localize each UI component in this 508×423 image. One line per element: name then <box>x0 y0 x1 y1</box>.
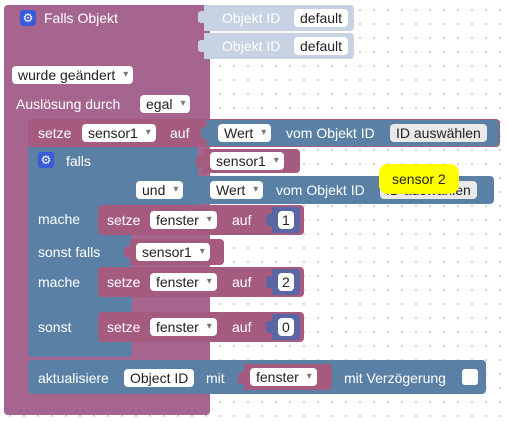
trigger-label: Auslösung durch <box>16 96 121 112</box>
input-connector <box>124 246 130 258</box>
else-label: sonst <box>38 319 72 335</box>
trigger-block-footer <box>4 395 210 415</box>
input-connector <box>238 372 244 384</box>
else-if-variable-dropdown[interactable]: sensor1 <box>136 243 210 261</box>
input-connector <box>266 214 272 226</box>
input-connector <box>196 155 202 167</box>
input-connector <box>198 40 204 52</box>
set-auf-label: auf <box>232 319 252 335</box>
update-variable-dropdown[interactable]: fenster <box>250 368 317 386</box>
set-auf-label: auf <box>232 212 252 228</box>
set-auf-label: auf <box>232 274 252 290</box>
input-connector <box>201 127 207 139</box>
trigger-title: Falls Objekt <box>44 10 118 26</box>
number-value-3[interactable]: 0 <box>278 318 294 336</box>
input-connector <box>266 276 272 288</box>
object-id-value-1[interactable]: default <box>294 9 349 27</box>
update-with-label: mit <box>206 370 225 386</box>
do-label-2: mache <box>38 274 81 290</box>
set-label: setze <box>107 274 141 290</box>
number-value-2[interactable]: 2 <box>278 273 294 291</box>
update-label: aktualisiere <box>38 370 109 386</box>
set-label: setze <box>38 125 72 141</box>
condition-value-dropdown[interactable]: Wert <box>210 181 264 199</box>
input-connector <box>202 184 208 196</box>
if-label: falls <box>66 153 91 169</box>
changed-dropdown[interactable]: wurde geändert <box>12 66 134 84</box>
set-variable-dropdown[interactable]: fenster <box>150 211 217 229</box>
update-object-id[interactable]: Object ID <box>124 369 195 387</box>
condition-variable-dropdown[interactable]: sensor1 <box>210 152 284 170</box>
and-dropdown[interactable]: und <box>136 181 184 199</box>
gear-icon[interactable]: ⚙ <box>38 152 54 168</box>
do-label-1: mache <box>38 211 81 227</box>
object-id-label-1: Objekt ID <box>222 10 281 26</box>
select-id-button[interactable]: ID auswählen <box>390 124 487 142</box>
delay-checkbox[interactable] <box>462 369 478 385</box>
object-id-label-2: Objekt ID <box>222 38 281 54</box>
set-label: setze <box>107 212 141 228</box>
set-label: setze <box>107 319 141 335</box>
condition-from-object-label: vom Objekt ID <box>276 182 365 198</box>
number-value-1[interactable]: 1 <box>278 211 294 229</box>
from-object-label: vom Objekt ID <box>286 125 375 141</box>
trigger-dropdown[interactable]: egal <box>140 95 191 113</box>
tooltip: sensor 2 <box>382 167 456 191</box>
gear-icon[interactable]: ⚙ <box>20 10 36 26</box>
set-auf-label: auf <box>170 125 190 141</box>
input-connector <box>198 11 204 23</box>
set-variable-dropdown[interactable]: sensor1 <box>82 124 156 142</box>
input-connector <box>266 321 272 333</box>
delay-label: mit Verzögerung <box>344 370 446 386</box>
set-variable-dropdown[interactable]: fenster <box>150 318 217 336</box>
set-variable-dropdown[interactable]: fenster <box>150 273 217 291</box>
object-id-value-2[interactable]: default <box>294 37 349 55</box>
value-field-dropdown[interactable]: Wert <box>218 124 272 142</box>
else-if-label: sonst falls <box>38 244 101 260</box>
